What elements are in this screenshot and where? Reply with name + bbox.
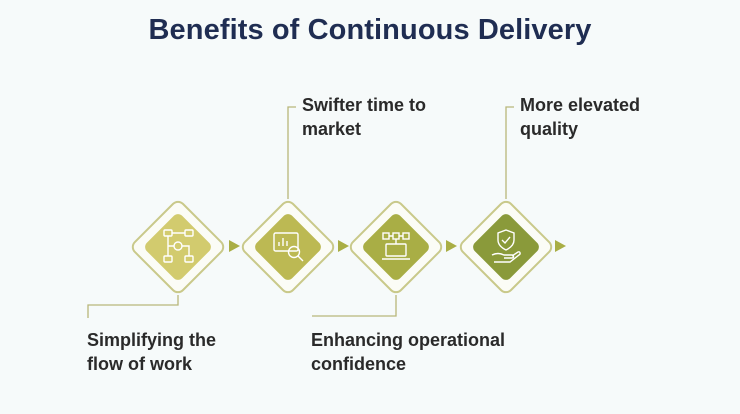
step-4-label: More elevated quality <box>520 93 640 141</box>
step-3-fill <box>363 214 429 280</box>
step-1-label-line-2: flow of work <box>87 354 192 374</box>
step-2 <box>241 200 335 294</box>
connector-step-4 <box>505 106 514 199</box>
workflow-flowchart-icon <box>163 229 194 263</box>
step-2-label-line-2: market <box>302 119 362 139</box>
step-1-fill <box>145 214 211 280</box>
connectors <box>87 106 514 318</box>
connector-step-2 <box>287 106 296 199</box>
connector-step-1 <box>87 295 179 318</box>
step-2-fill <box>255 214 321 280</box>
step-4 <box>459 200 553 294</box>
page-title: Benefits of Continuous Delivery <box>148 14 592 46</box>
laptop-network-icon <box>382 232 410 260</box>
arrow-4 <box>555 240 566 252</box>
arrow-1 <box>229 240 240 252</box>
step-2-label: Swifter time to market <box>302 93 426 141</box>
arrow-2 <box>338 240 349 252</box>
step-4-label-line-2: quality <box>520 119 579 139</box>
magnifier-chart-icon <box>273 232 304 262</box>
step-2-label-line-1: Swifter time to <box>302 95 427 115</box>
step-3-label: Enhancing operational confidence <box>311 328 505 376</box>
step-4-label-line-1: More elevated <box>520 95 641 115</box>
arrows <box>229 240 566 252</box>
step-3 <box>349 200 443 294</box>
step-1-label: Simplifying the flow of work <box>87 328 216 376</box>
step-1-label-line-1: Simplifying the <box>87 330 217 350</box>
connector-step-3 <box>312 295 397 317</box>
step-3-label-line-1: Enhancing operational <box>311 330 506 350</box>
step-3-label-line-2: confidence <box>311 354 407 374</box>
step-1 <box>131 200 225 294</box>
arrow-3 <box>446 240 457 252</box>
hand-shield-check-icon <box>491 229 521 263</box>
step-4-fill <box>473 214 539 280</box>
